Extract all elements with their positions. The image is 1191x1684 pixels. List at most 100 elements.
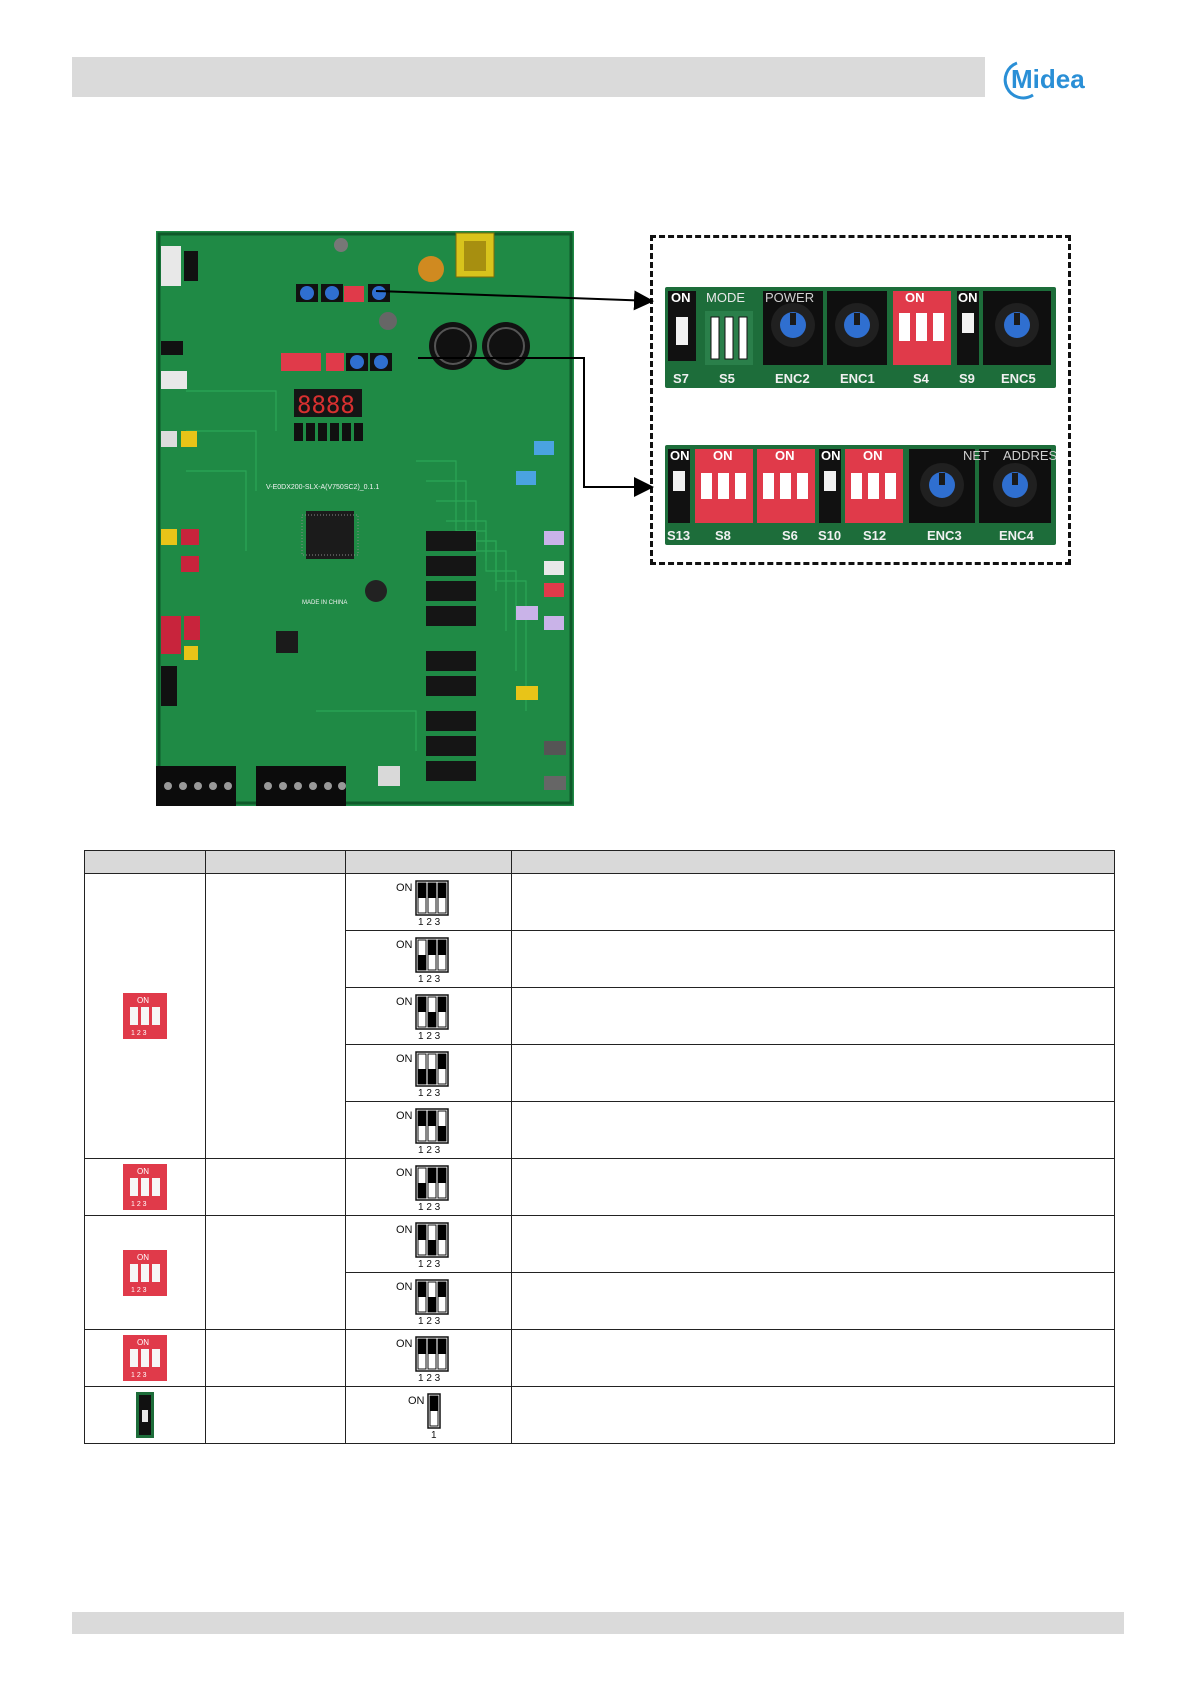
switch-description-cell: [511, 987, 1115, 1045]
strip2-top-label-3: ON: [775, 448, 795, 463]
switch-name-cell: [205, 1386, 346, 1444]
dip-switch-setting-icon: ON 1 2 3: [396, 1279, 449, 1326]
switch-photo-cell: ON 1 2 3: [84, 873, 206, 1159]
lever-off: [427, 1069, 436, 1084]
switch-icon-label: ON: [396, 1167, 413, 1179]
switch-description-cell: [511, 1386, 1115, 1444]
red-dip-switch-photo: ON1 2 3: [123, 1335, 167, 1381]
switch-icon-label: 1 2 3: [418, 1316, 441, 1326]
strip1-label-enc2: ENC2: [775, 371, 810, 386]
switch-name-cell: [205, 1215, 346, 1330]
dip-switch-setting-icon: ON1 2 3: [396, 1336, 449, 1383]
red-dip-switch-photo: ON 1 2 3: [123, 1164, 167, 1210]
switch-photo-cell: [84, 1386, 206, 1444]
strip1-label-s5: S5: [719, 371, 735, 386]
switch-icon-label: 1 2 3: [418, 1145, 441, 1155]
strip2-label-s12: S12: [863, 528, 887, 543]
switch-description-cell: [511, 930, 1115, 988]
switch-icon-label: ON: [396, 1110, 413, 1122]
photo-nums-label: 1 2 3: [131, 1201, 147, 1208]
strip2-top-label-7: ADDRES: [1003, 448, 1056, 463]
lever-on: [427, 1339, 436, 1354]
closeup-strip-bottom: ON ON ON ON ON NET ADDRES S13 S8 S6 S10 …: [665, 445, 1056, 545]
photo-on-label: ON: [137, 1167, 149, 1176]
strip2-top-label-4: ON: [821, 448, 841, 463]
dip-switch-setting-icon: ON 1 2 3: [396, 1108, 449, 1155]
switch-icon-label: 1 2 3: [418, 1088, 441, 1098]
strip2-top-label-1: ON: [670, 448, 690, 463]
dip-switch-setting-icon: ON1 2 3: [396, 1165, 449, 1212]
black-switch-photo: [136, 1392, 154, 1438]
lever-on: [417, 883, 426, 898]
strip2-label-enc4: ENC4: [999, 528, 1034, 543]
strip1-label-s7: S7: [673, 371, 689, 386]
strip1-top-label-1: ON: [671, 290, 691, 305]
switch-icon-label: 1 2 3: [418, 1259, 441, 1269]
closeup-strip-top: ON MODE POWER ON ON S7 S5 ENC2 ENC1 S4 S…: [665, 287, 1056, 388]
red-dip-switch-photo: ON1 2 3: [123, 1249, 167, 1296]
strip1-label-enc5: ENC5: [1001, 371, 1036, 386]
lever-on: [437, 1168, 446, 1183]
switch-name-cell: [205, 1158, 346, 1216]
switch-icon-label: ON: [396, 939, 413, 951]
switch-icon-label: ON: [396, 1281, 413, 1293]
switch-icon-label: 1 2 3: [418, 917, 441, 927]
switch-icon-label: ON: [396, 1224, 413, 1236]
switch-icon-label: 1 2 3: [418, 1031, 441, 1041]
switch-photo-cell: ON 1 2 3: [84, 1158, 206, 1216]
switch-description-cell: [511, 1158, 1115, 1216]
switch-description-cell: [511, 1329, 1115, 1387]
pcb-made-in: MADE IN CHINA: [302, 600, 347, 606]
lever-on: [429, 1396, 438, 1411]
pcb-display-digits: 8888: [297, 391, 355, 419]
dip-switch-setting-icon: ON1 2 3: [396, 937, 449, 984]
table-row: ON 1 2 3: [85, 1272, 1115, 1330]
photo-on-label: ON: [137, 996, 149, 1005]
strip1-top-label-5: ON: [958, 290, 978, 305]
header-cell: [511, 850, 1115, 874]
pcb-model-marking: V-E0DX200-SLX-A(V750SC2)_0.1.1: [266, 484, 379, 491]
strip2-top-label-5: ON: [863, 448, 883, 463]
strip2-label-s10: S10: [818, 528, 842, 543]
header-cell: [345, 850, 512, 874]
strip1-top-label-4: ON: [905, 290, 925, 305]
lever-on: [437, 997, 446, 1012]
photo-nums-label: 1 2 3: [131, 1030, 147, 1037]
lever-on: [437, 1054, 446, 1069]
lever-off: [427, 1297, 436, 1312]
switch-name-cell: [205, 873, 346, 1159]
switch-icon-label: ON: [408, 1395, 425, 1407]
lever-off: [427, 1240, 436, 1255]
lever-on: [417, 1282, 426, 1297]
lever-on: [427, 1111, 436, 1126]
pcb-photo: 8888 V-E0DX200-SLX-A(V750SC2)_0.1.1 MADE…: [156, 231, 574, 806]
lever-on: [427, 1168, 436, 1183]
lever-on: [417, 1225, 426, 1240]
logo-text: Midea: [1011, 64, 1085, 94]
midea-logo: Midea: [1003, 61, 1085, 100]
lever-on: [417, 1339, 426, 1354]
header-cell: [205, 850, 346, 874]
strip2-label-enc3: ENC3: [927, 528, 962, 543]
dip-switch-setting-icon: ON 1 2 3: [396, 1222, 449, 1269]
strip2-top-label-6: NET: [963, 448, 989, 463]
switch-setting-cell: ON 1 2 3: [345, 1272, 512, 1330]
switch-name-cell: [205, 1329, 346, 1387]
lever-off: [417, 1183, 426, 1198]
switch-description-cell: [511, 1101, 1115, 1159]
strip1-top-label-2: MODE: [706, 290, 745, 305]
photo-nums-label: 1 2 3: [131, 1372, 147, 1379]
header-cell: [84, 850, 206, 874]
strip2-label-s13: S13: [667, 528, 691, 543]
dip-switch-setting-icon: ON1: [408, 1393, 441, 1440]
